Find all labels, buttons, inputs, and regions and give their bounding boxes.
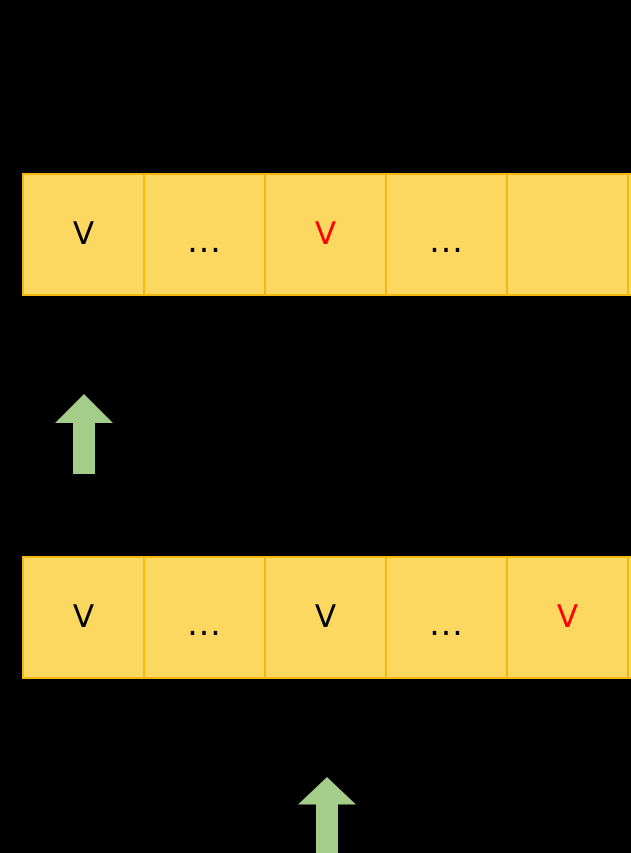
table-cell[interactable] [508,175,629,294]
table-cell[interactable]: ... [145,558,266,677]
cell-label-highlighted: V [556,599,579,635]
arrow-up-icon [298,777,356,853]
cell-label: V [314,599,337,635]
cell-label: ... [187,221,222,260]
cell-label: ... [429,604,464,643]
bottom-array-row: V ... V ... V [22,556,631,679]
table-cell[interactable]: ... [387,558,508,677]
table-cell[interactable]: V [266,175,387,294]
table-cell[interactable]: V [508,558,629,677]
cell-label: V [72,599,95,635]
table-cell[interactable]: ... [145,175,266,294]
top-array-row: V ... V ... [22,173,631,296]
table-cell[interactable]: V [24,175,145,294]
table-cell[interactable]: ... [387,175,508,294]
cell-label-highlighted: V [314,216,337,252]
arrow-up-icon [55,394,113,474]
table-cell[interactable]: V [24,558,145,677]
table-cell[interactable]: V [266,558,387,677]
cell-label: V [72,216,95,252]
cell-label: ... [429,221,464,260]
cell-label: ... [187,604,222,643]
